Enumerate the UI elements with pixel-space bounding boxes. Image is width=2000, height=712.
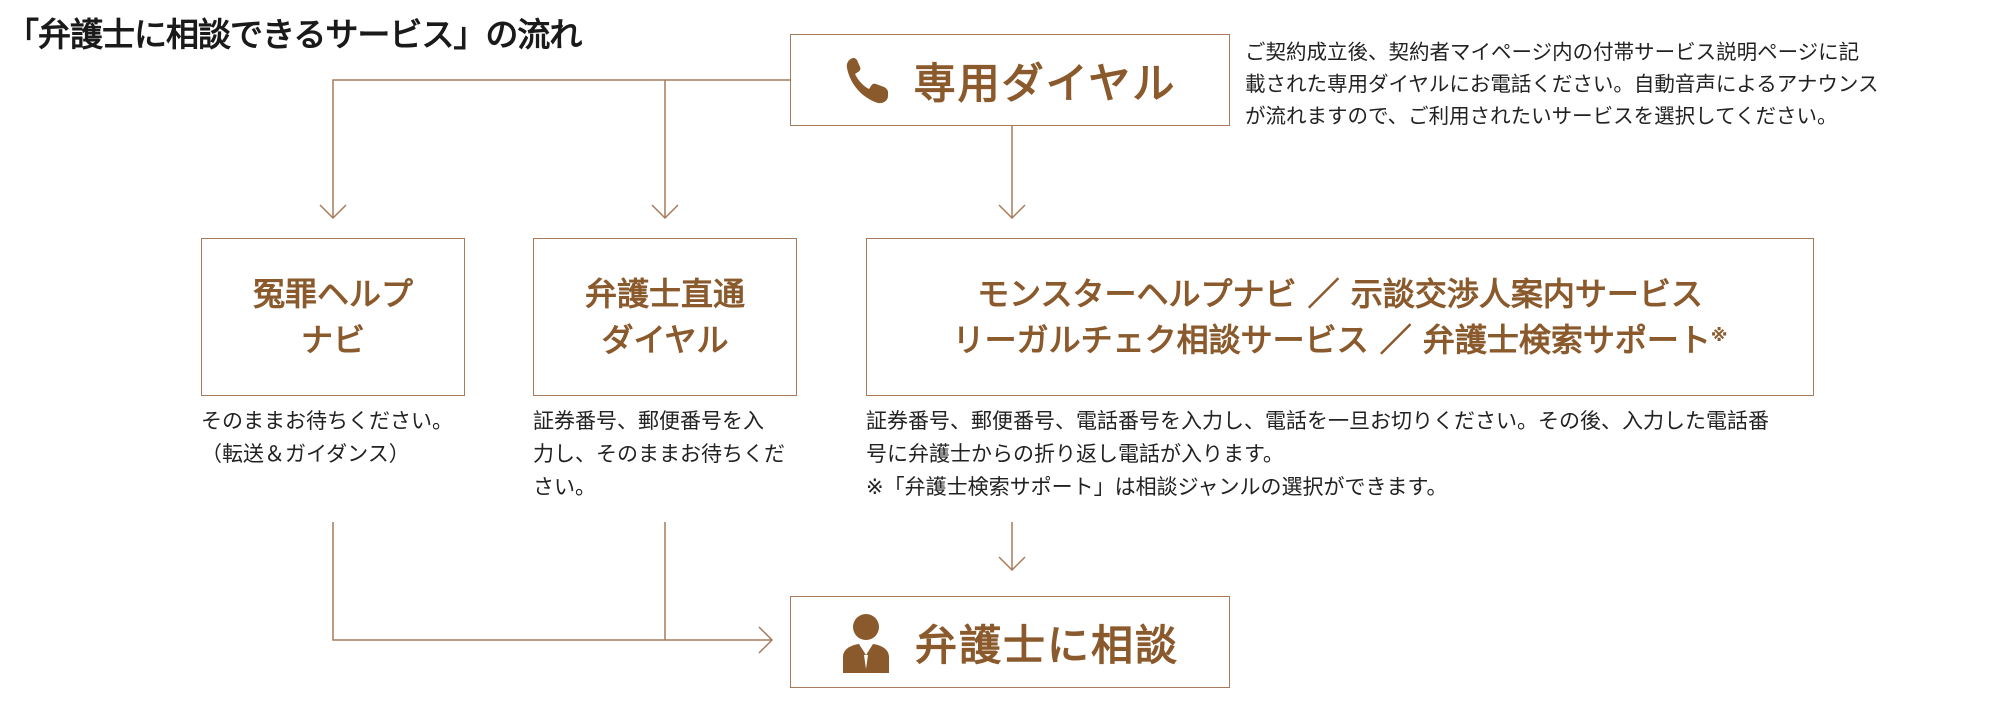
- box-label-line: ナビ: [300, 321, 365, 359]
- top-description-line: 載された専用ダイヤルにお電話ください。自動音声によるアナウンス: [1245, 72, 1879, 96]
- box-label-line: ダイヤル: [601, 321, 729, 359]
- description-line: さい。: [533, 475, 596, 499]
- top-description-line: ご契約成立後、契約者マイページ内の付帯サービス説明ページに記: [1245, 40, 1860, 64]
- note-mark: ※: [1710, 326, 1728, 346]
- arrowhead-middle: [651, 204, 679, 220]
- description-line: （転送＆ガイダンス）: [201, 442, 410, 466]
- box-label-line-with-note: リーガルチェク相談サービス ／ 弁護士検索サポート※: [953, 317, 1728, 363]
- arrowhead-bottom-right: [998, 556, 1026, 572]
- services-box: モンスターヘルプナビ ／ 示談交渉人案内サービス リーガルチェク相談サービス ／…: [866, 238, 1814, 396]
- box-label-line: 弁護士直通: [584, 275, 745, 313]
- description-line: 号に弁護士からの折り返し電話が入ります。: [866, 442, 1284, 466]
- false-accusation-help-navi-description: そのままお待ちください。 （転送＆ガイダンス）: [201, 405, 453, 471]
- connector-top-to-left: [332, 79, 790, 218]
- lawyer-direct-dial-description: 証券番号、郵便番号を入 力し、そのままお待ちくだ さい。: [533, 405, 785, 504]
- top-description: ご契約成立後、契約者マイページ内の付帯サービス説明ページに記 載された専用ダイヤ…: [1245, 36, 1878, 132]
- connector-left-to-bottom: [332, 522, 772, 641]
- false-accusation-help-navi-box: 冤罪ヘルプ ナビ: [201, 238, 465, 396]
- box-label-line: リーガルチェク相談サービス ／ 弁護士検索サポート: [952, 321, 1711, 359]
- description-line: 力し、そのままお待ちくだ: [533, 442, 785, 466]
- arrowhead-bottom-left: [758, 626, 774, 654]
- lawyer-direct-dial-box: 弁護士直通 ダイヤル: [533, 238, 797, 396]
- lawyer-person-icon: [841, 611, 891, 673]
- description-line: ※「弁護士検索サポート」は相談ジャンルの選択ができます。: [866, 475, 1448, 499]
- consult-lawyer-box: 弁護士に相談: [790, 596, 1230, 688]
- description-line: 証券番号、郵便番号、電話番号を入力し、電話を一旦お切りください。その後、入力した…: [866, 409, 1769, 433]
- phone-icon: [844, 54, 892, 106]
- services-description: 証券番号、郵便番号、電話番号を入力し、電話を一旦お切りください。その後、入力した…: [866, 405, 1769, 504]
- consult-lawyer-label: 弁護士に相談: [914, 620, 1179, 670]
- dedicated-dial-box: 専用ダイヤル: [790, 34, 1230, 126]
- box-label-line: 冤罪ヘルプ: [252, 275, 413, 313]
- box-label-line: モンスターヘルプナビ ／ 示談交渉人案内サービス: [977, 275, 1703, 313]
- top-description-line: が流れますので、ご利用されたいサービスを選択してください。: [1245, 104, 1838, 128]
- arrowhead-right: [998, 204, 1026, 220]
- description-line: 証券番号、郵便番号を入: [533, 409, 764, 433]
- description-line: そのままお待ちください。: [201, 409, 453, 433]
- page-title: 「弁護士に相談できるサービス」の流れ: [6, 15, 582, 54]
- dedicated-dial-label: 専用ダイヤル: [913, 58, 1177, 108]
- arrowhead-left: [319, 204, 347, 220]
